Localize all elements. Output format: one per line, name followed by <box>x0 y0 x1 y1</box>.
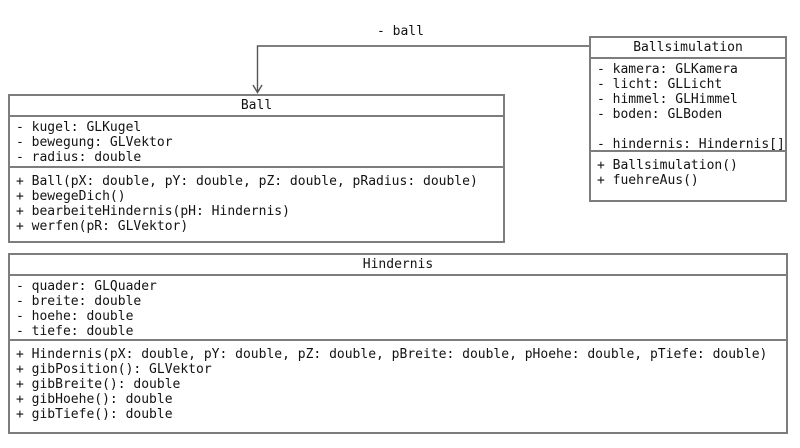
member-line: + gibHoehe(): double <box>16 392 173 407</box>
member-line: - quader: GLQuader <box>16 279 157 294</box>
class-box-ballsimulation[interactable]: Ballsimulation - kamera: GLKamera- licht… <box>589 36 787 202</box>
member-line: + bewegeDich() <box>16 189 126 204</box>
member-line: - hindernis: Hindernis[] <box>597 137 785 152</box>
member-line: - kamera: GLKamera <box>597 62 738 77</box>
member-line: - tiefe: double <box>16 324 134 339</box>
methods-section-ball: + Ball(pX: double, pY: double, pZ: doubl… <box>10 168 503 237</box>
member-line: + gibBreite(): double <box>16 377 181 392</box>
member-line: + Ballsimulation() <box>597 158 738 173</box>
class-title-hindernis: Hindernis <box>10 255 786 276</box>
association-role-label: - ball <box>377 24 424 39</box>
class-title-ball: Ball <box>10 96 503 117</box>
member-line: - himmel: GLHimmel <box>597 92 738 107</box>
member-line: - hoehe: double <box>16 309 134 324</box>
attributes-section-ball: - kugel: GLKugel- bewegung: GLVektor- ra… <box>10 117 503 168</box>
methods-section-hindernis: + Hindernis(pX: double, pY: double, pZ: … <box>10 341 786 425</box>
member-line: - bewegung: GLVektor <box>16 135 173 150</box>
methods-section-ballsimulation: + Ballsimulation()+ fuehreAus() <box>591 152 785 191</box>
member-line: + werfen(pR: GLVektor) <box>16 219 189 234</box>
member-line: - kugel: GLKugel <box>16 120 142 135</box>
member-line: - boden: GLBoden <box>597 107 723 122</box>
member-line: + fuehreAus() <box>597 173 699 188</box>
member-line: - radius: double <box>16 150 142 165</box>
class-box-hindernis[interactable]: Hindernis - quader: GLQuader- breite: do… <box>8 253 788 434</box>
member-line: + Hindernis(pX: double, pY: double, pZ: … <box>16 347 768 362</box>
member-line: - breite: double <box>16 294 142 309</box>
member-line: + gibPosition(): GLVektor <box>16 362 212 377</box>
member-line <box>597 122 779 137</box>
member-line: + gibTiefe(): double <box>16 407 173 422</box>
attributes-section-ballsimulation: - kamera: GLKamera- licht: GLLicht- himm… <box>591 59 785 152</box>
class-title-ballsimulation: Ballsimulation <box>591 38 785 59</box>
member-line: + Ball(pX: double, pY: double, pZ: doubl… <box>16 174 478 189</box>
member-line: + bearbeiteHindernis(pH: Hindernis) <box>16 204 290 219</box>
class-box-ball[interactable]: Ball - kugel: GLKugel- bewegung: GLVekto… <box>8 94 505 243</box>
member-line: - licht: GLLicht <box>597 77 723 92</box>
attributes-section-hindernis: - quader: GLQuader- breite: double- hoeh… <box>10 276 786 341</box>
